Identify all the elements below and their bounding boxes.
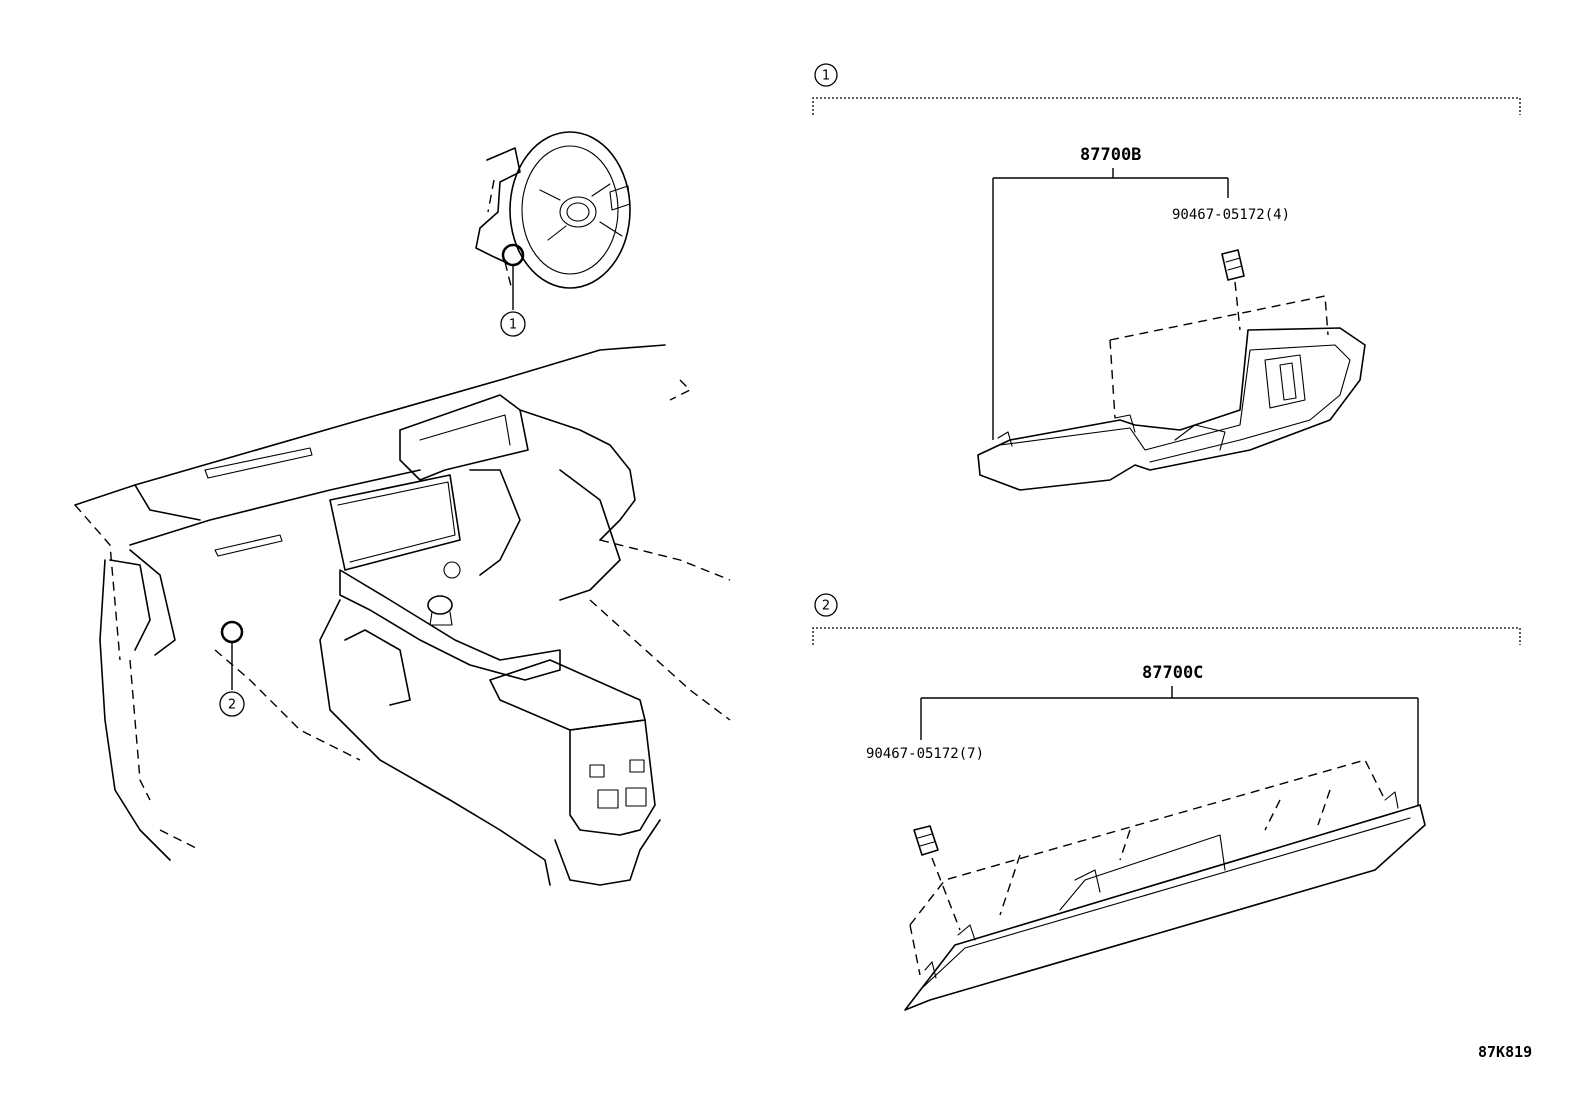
clip-icon <box>913 825 939 856</box>
figure-code: 87K819 <box>1478 1043 1532 1061</box>
callout-1-marker: 1 <box>500 243 526 337</box>
clip-part-number-1: 90467-05172(4) <box>1172 207 1290 223</box>
section-1: 1 87700B 90467-05172(4) <box>812 63 1521 491</box>
section-1-number: 1 <box>822 69 830 84</box>
steering-wheel-illustration <box>475 131 631 291</box>
clip-part-number-2: 90467-05172(7) <box>866 746 984 762</box>
section-2-number: 2 <box>822 599 830 614</box>
dashboard-illustration <box>74 344 731 886</box>
clip-icon <box>1221 249 1245 281</box>
glove-box-87700C <box>904 759 1426 1011</box>
callout-2-marker: 2 <box>219 620 245 717</box>
callout-1-number: 1 <box>509 318 517 333</box>
part-number-87700B: 87700B <box>1080 145 1141 165</box>
section-2-bracket <box>812 627 1521 645</box>
section-2: 2 87700C 90467-05172(7) <box>812 593 1521 1011</box>
compartment-box-87700B <box>977 295 1366 491</box>
section-1-bracket <box>812 97 1521 115</box>
part-number-87700C: 87700C <box>1142 663 1203 683</box>
callout-2-number: 2 <box>228 698 236 713</box>
